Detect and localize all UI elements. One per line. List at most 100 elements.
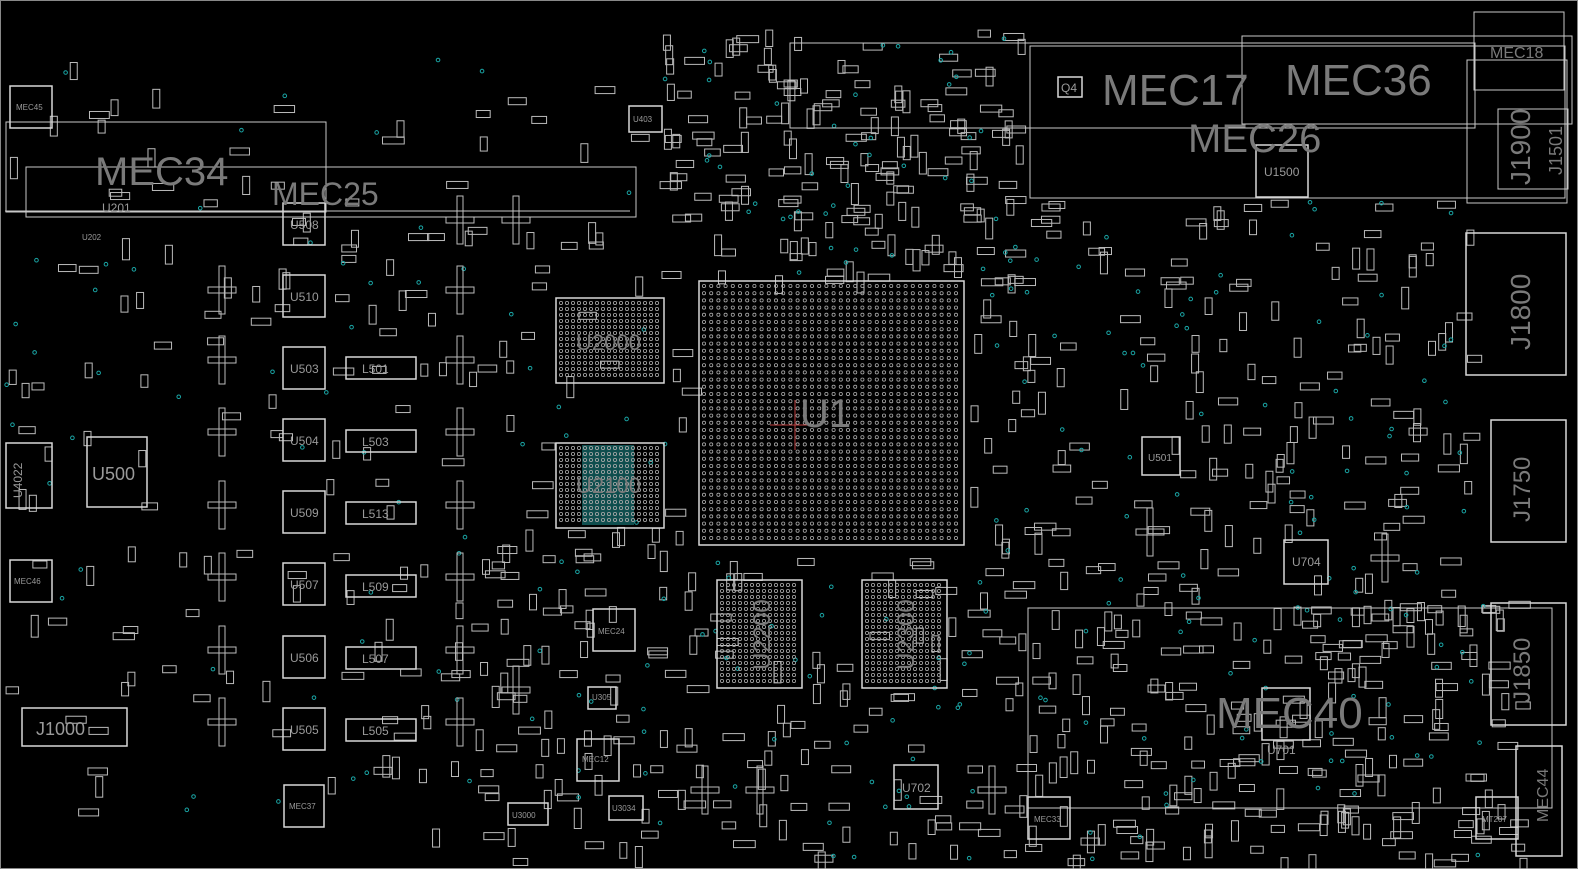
bga-ball [954,507,959,512]
via [1191,777,1196,783]
bga-ball [896,413,901,418]
label-mec17: MEC17 [1102,66,1249,115]
passive-component [845,133,867,142]
passive-component [1363,823,1372,840]
bga-ball [716,334,721,339]
bga-ball [786,625,791,630]
bga-ball [795,427,800,432]
bga-ball [702,319,707,324]
passive-component [721,248,736,257]
passive-component [262,680,271,703]
bga-ball [762,619,767,624]
bga-ball [931,589,936,594]
bga-ball [925,631,930,636]
bga-ball [939,420,944,425]
bga-ball [766,391,771,396]
u2300-outline[interactable] [861,579,948,689]
passive-component [898,201,907,221]
bga-ball [918,319,923,324]
bga-ball [655,342,660,347]
bga-ball [865,679,870,684]
passive-component [1015,145,1024,165]
bga-ball [738,613,743,618]
bga-ball [846,319,851,324]
passive-component [273,105,296,114]
bga-ball [768,643,773,648]
bga-ball [913,583,918,588]
u2100-outline[interactable] [555,442,665,529]
passive-component [1174,792,1193,801]
bga-ball [853,499,858,504]
bga-ball [896,442,901,447]
bga-ball [867,499,872,504]
passive-component [1289,426,1298,443]
bga-ball [937,667,942,672]
bga-ball [709,442,714,447]
bga-ball [720,625,725,630]
passive-component [1408,427,1428,436]
bga-ball [720,607,725,612]
passive-component [999,636,1017,645]
u2200-outline[interactable] [716,579,803,689]
bga-ball [913,595,918,600]
passive-component [1461,651,1478,660]
passive-component [574,548,593,557]
bga-ball [918,499,923,504]
bga-ball [946,355,951,360]
bga-ball [838,492,843,497]
passive-component [1051,610,1060,630]
bga-ball [601,475,606,480]
passive-component [659,550,668,573]
bga-ball [766,341,771,346]
bga-ball [896,363,901,368]
passive-component [780,238,789,254]
passive-component [518,726,541,735]
passive-component [1372,336,1381,355]
bga-ball [937,661,942,666]
u1-outline[interactable] [698,280,965,546]
bga-ball [723,507,728,512]
passive-component [1193,788,1202,804]
passive-component [908,843,917,860]
via [1460,649,1465,655]
bga-ball [759,348,764,353]
bga-ball [709,449,714,454]
bga-ball [709,298,714,303]
bga-ball [759,435,764,440]
u2000-outline[interactable] [555,297,665,384]
bga-ball [745,348,750,353]
bga-ball [780,649,785,654]
passive-component [440,673,461,682]
bga-ball [750,583,755,588]
via [1429,754,1434,759]
bga-ball [802,334,807,339]
bga-ball [720,613,725,618]
bga-ball [867,312,872,317]
passive-component [1501,693,1510,711]
bga-ball [802,384,807,389]
bga-ball [882,355,887,360]
passive-component [1466,229,1475,246]
bga-ball [918,514,923,519]
bga-ball [781,478,786,483]
bga-ball [896,384,901,389]
passive-component [950,844,959,860]
bga-ball [559,312,564,317]
bga-ball [643,499,648,504]
bga-ball [723,413,728,418]
bga-ball [752,514,757,519]
bga-ball [883,673,888,678]
bga-ball [925,319,930,324]
bga-ball [716,485,721,490]
bga-ball [954,449,959,454]
passive-component [880,167,900,176]
passive-component [896,185,914,194]
bga-ball [907,589,912,594]
via [1174,323,1179,329]
passive-component [1250,845,1264,854]
bga-ball [752,341,757,346]
bga-ball [643,324,648,329]
passive-component [1435,698,1444,720]
bga-ball [838,471,843,476]
